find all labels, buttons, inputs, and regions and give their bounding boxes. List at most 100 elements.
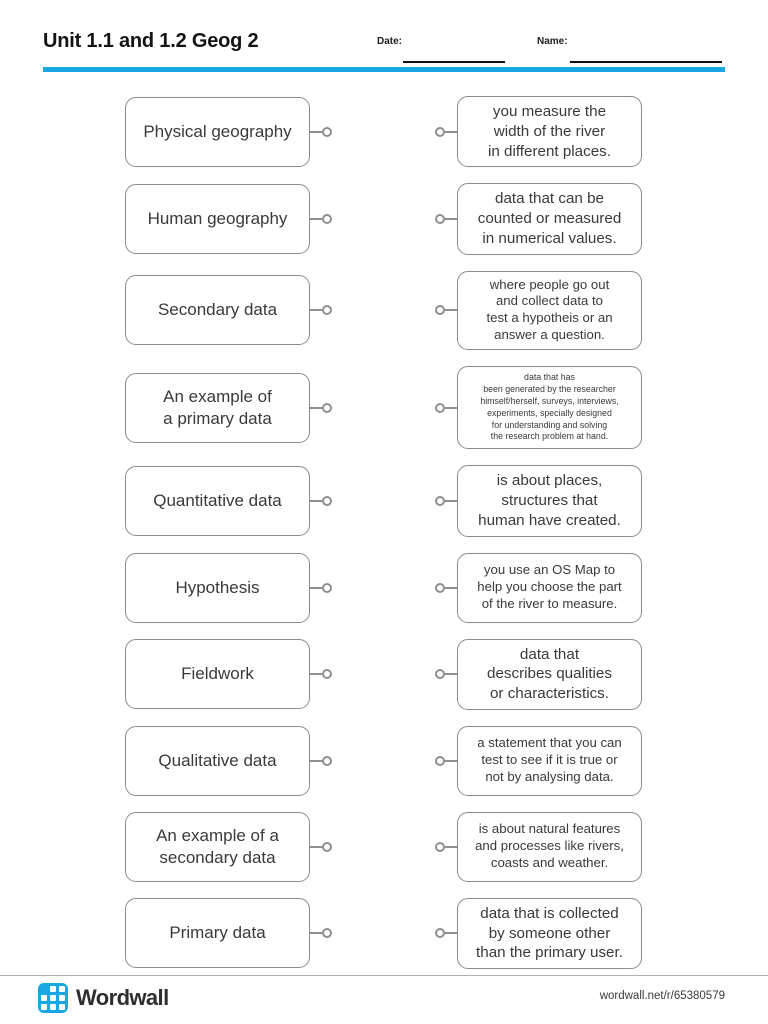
term-box: An example of a secondary data [125,811,310,882]
page-footer: Wordwall wordwall.net/r/65380579 [0,975,768,1024]
connector-dot [435,841,445,852]
definition-box: data that describes qualities or charact… [457,638,642,710]
wordwall-brand: Wordwall [38,983,169,1013]
definition-label: data that describes qualities or charact… [487,645,612,703]
term-label: Fieldwork [181,664,254,684]
wordwall-logo-icon [38,983,68,1013]
name-write-line [570,61,722,63]
connector-line [445,406,457,409]
term-box: Physical geography [125,96,310,167]
connector-line [445,499,457,502]
connector-dot [322,669,332,680]
definition-label: data that can be counted or measured in … [477,190,622,247]
match-row: Qualitative data a statement that you ca… [125,725,642,796]
definition-label: you use an OS Map to help you choose the… [477,562,622,611]
connector-dot [322,213,332,224]
definition-box: data that has been generated by the rese… [457,366,642,450]
connector-line [310,309,322,312]
connector-dot [435,582,445,593]
term-box: Qualitative data [125,725,310,796]
connector-dot [322,755,332,766]
connector-dot [322,126,332,137]
match-rows: Physical geography you measure the width… [0,96,768,985]
definition-box: is about natural features and processes … [457,811,642,882]
connector-dot [322,928,332,939]
connector-dot [435,213,445,224]
connector-line [445,586,457,589]
connector-line [310,130,322,133]
connector-line [445,673,457,676]
connector-line [310,673,322,676]
connector-line [445,845,457,848]
match-row: Primary data data that is collected by s… [125,897,642,970]
term-label: Quantitative data [153,490,282,510]
connector-dot [435,402,445,413]
definition-box: data that can be counted or measured in … [457,183,642,255]
connector-dot [435,669,445,680]
match-row: Quantitative data is about places, struc… [125,465,642,537]
connector-dot [435,495,445,506]
definition-label: a statement that you can test to see if … [477,735,622,785]
connector-line [310,217,322,220]
term-box: Hypothesis [125,552,310,623]
definition-label: is about places, structures that human h… [478,472,621,529]
connector-dot [435,755,445,766]
connector-line [310,932,322,935]
connector-line [445,217,457,220]
name-label: Name: [537,36,568,47]
match-row: Human geography data that can be counted… [125,183,642,255]
term-box: Human geography [125,183,310,254]
connector-line [310,845,322,848]
term-label: Qualitative data [158,750,277,770]
term-box: Secondary data [125,275,310,346]
definition-label: where people go out and collect data to … [486,276,613,343]
connector-dot [435,305,445,316]
definition-label: data that is collected by someone other … [476,904,623,962]
page-title: Unit 1.1 and 1.2 Geog 2 [43,30,259,52]
connector-dot [322,841,332,852]
connector-dot [322,582,332,593]
term-label: Physical geography [143,121,292,141]
date-write-line [403,61,505,63]
definition-box: data that is collected by someone other … [457,897,642,970]
term-box: Fieldwork [125,639,310,710]
footer-url: wordwall.net/r/65380579 [599,990,725,1002]
match-row: Physical geography you measure the width… [125,96,642,168]
connector-line [310,586,322,589]
definition-box: you use an OS Map to help you choose the… [457,552,642,623]
connector-dot [322,495,332,506]
connector-line [445,759,457,762]
connector-line [310,759,322,762]
connector-dot [435,126,445,137]
connector-line [445,130,457,133]
term-label: Hypothesis [175,577,260,597]
definition-label: is about natural features and processes … [475,821,624,871]
term-box: Quantitative data [125,465,310,536]
definition-box: a statement that you can test to see if … [457,725,642,796]
term-label: An example of a secondary data [156,825,279,867]
date-label: Date: [377,36,403,47]
term-label: An example of a primary data [163,386,272,428]
connector-line [445,932,457,935]
definition-label: data that has been generated by the rese… [480,372,619,442]
connector-line [445,309,457,312]
term-label: Secondary data [157,300,278,320]
definition-box: you measure the width of the river in di… [457,96,642,168]
connector-dot [322,402,332,413]
match-row: Fieldwork data that describes qualities … [125,638,642,710]
brand-name: Wordwall [76,985,169,1010]
match-row: Hypothesis you use an OS Map to help you… [125,552,642,623]
connector-dot [435,928,445,939]
header-accent-rule [43,67,725,72]
connector-dot [322,305,332,316]
connector-line [310,499,322,502]
match-row: An example of a primary data data that h… [125,366,642,450]
term-box: Primary data [125,898,310,969]
connector-line [310,406,322,409]
definition-box: where people go out and collect data to … [457,270,642,351]
term-box: An example of a primary data [125,372,310,443]
definition-label: you measure the width of the river in di… [488,103,611,160]
match-row: An example of a secondary data is about … [125,811,642,882]
term-label: Primary data [169,923,266,943]
